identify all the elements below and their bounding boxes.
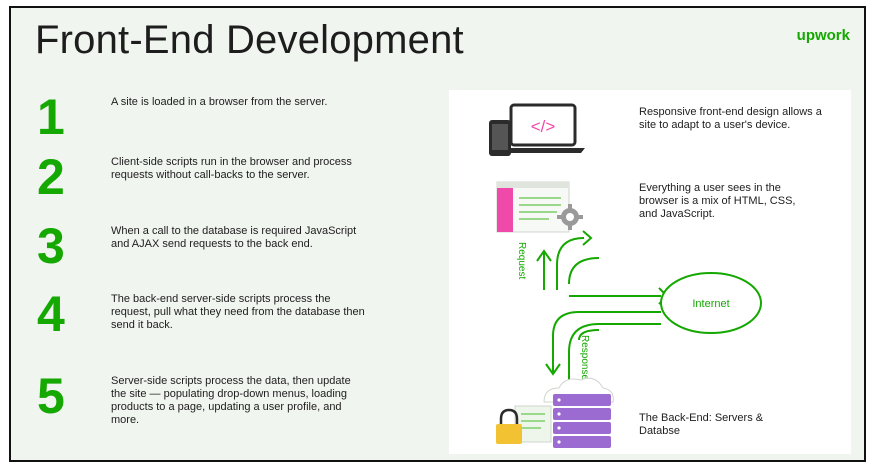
request-label: Request bbox=[516, 242, 527, 279]
step-3: 3 When a call to the database is require… bbox=[37, 221, 407, 295]
architecture-diagram: </> bbox=[449, 90, 851, 454]
step-number: 3 bbox=[37, 218, 65, 274]
step-description: Server-side scripts process the data, th… bbox=[111, 375, 351, 426]
device-caption: Responsive front-end design allows a sit… bbox=[639, 106, 822, 131]
step-number: 1 bbox=[37, 89, 65, 145]
code-glyph: </> bbox=[531, 117, 556, 136]
step-2: 2 Client-side scripts run in the browser… bbox=[37, 152, 407, 226]
step-number: 4 bbox=[37, 286, 65, 342]
step-description: When a call to the database is required … bbox=[111, 225, 357, 250]
request-arrows bbox=[536, 230, 669, 305]
lock-icon bbox=[496, 408, 522, 444]
response-arrows bbox=[545, 311, 661, 388]
internet-label: Internet bbox=[692, 298, 729, 310]
backend-caption: The Back-End: Servers & Databse bbox=[639, 412, 764, 437]
step-description: A site is loaded in a browser from the s… bbox=[111, 96, 328, 108]
browser-window-icon bbox=[496, 181, 570, 233]
step-1: 1 A site is loaded in a browser from the… bbox=[37, 92, 407, 166]
infographic-frame: Front-End Development upwork 1 A site is… bbox=[9, 6, 866, 462]
step-4: 4 The back-end server-side scripts proce… bbox=[37, 289, 407, 363]
server-cloud-icon bbox=[514, 377, 614, 448]
upwork-logo: upwork bbox=[796, 27, 850, 44]
laptop-phone-icon: </> bbox=[489, 103, 585, 156]
step-description: Client-side scripts run in the browser a… bbox=[111, 156, 352, 181]
gear-icon bbox=[557, 204, 583, 230]
step-description: The back-end server-side scripts process… bbox=[111, 293, 365, 331]
step-number: 5 bbox=[37, 368, 65, 424]
internet-node: Internet bbox=[660, 272, 762, 334]
step-number: 2 bbox=[37, 149, 65, 205]
diagram-graphics: </> bbox=[489, 103, 762, 448]
step-5: 5 Server-side scripts process the data, … bbox=[37, 371, 407, 445]
response-label: Response bbox=[579, 335, 590, 380]
page-title: Front-End Development bbox=[35, 18, 464, 62]
browser-caption: Everything a user sees in the browser is… bbox=[639, 182, 796, 220]
